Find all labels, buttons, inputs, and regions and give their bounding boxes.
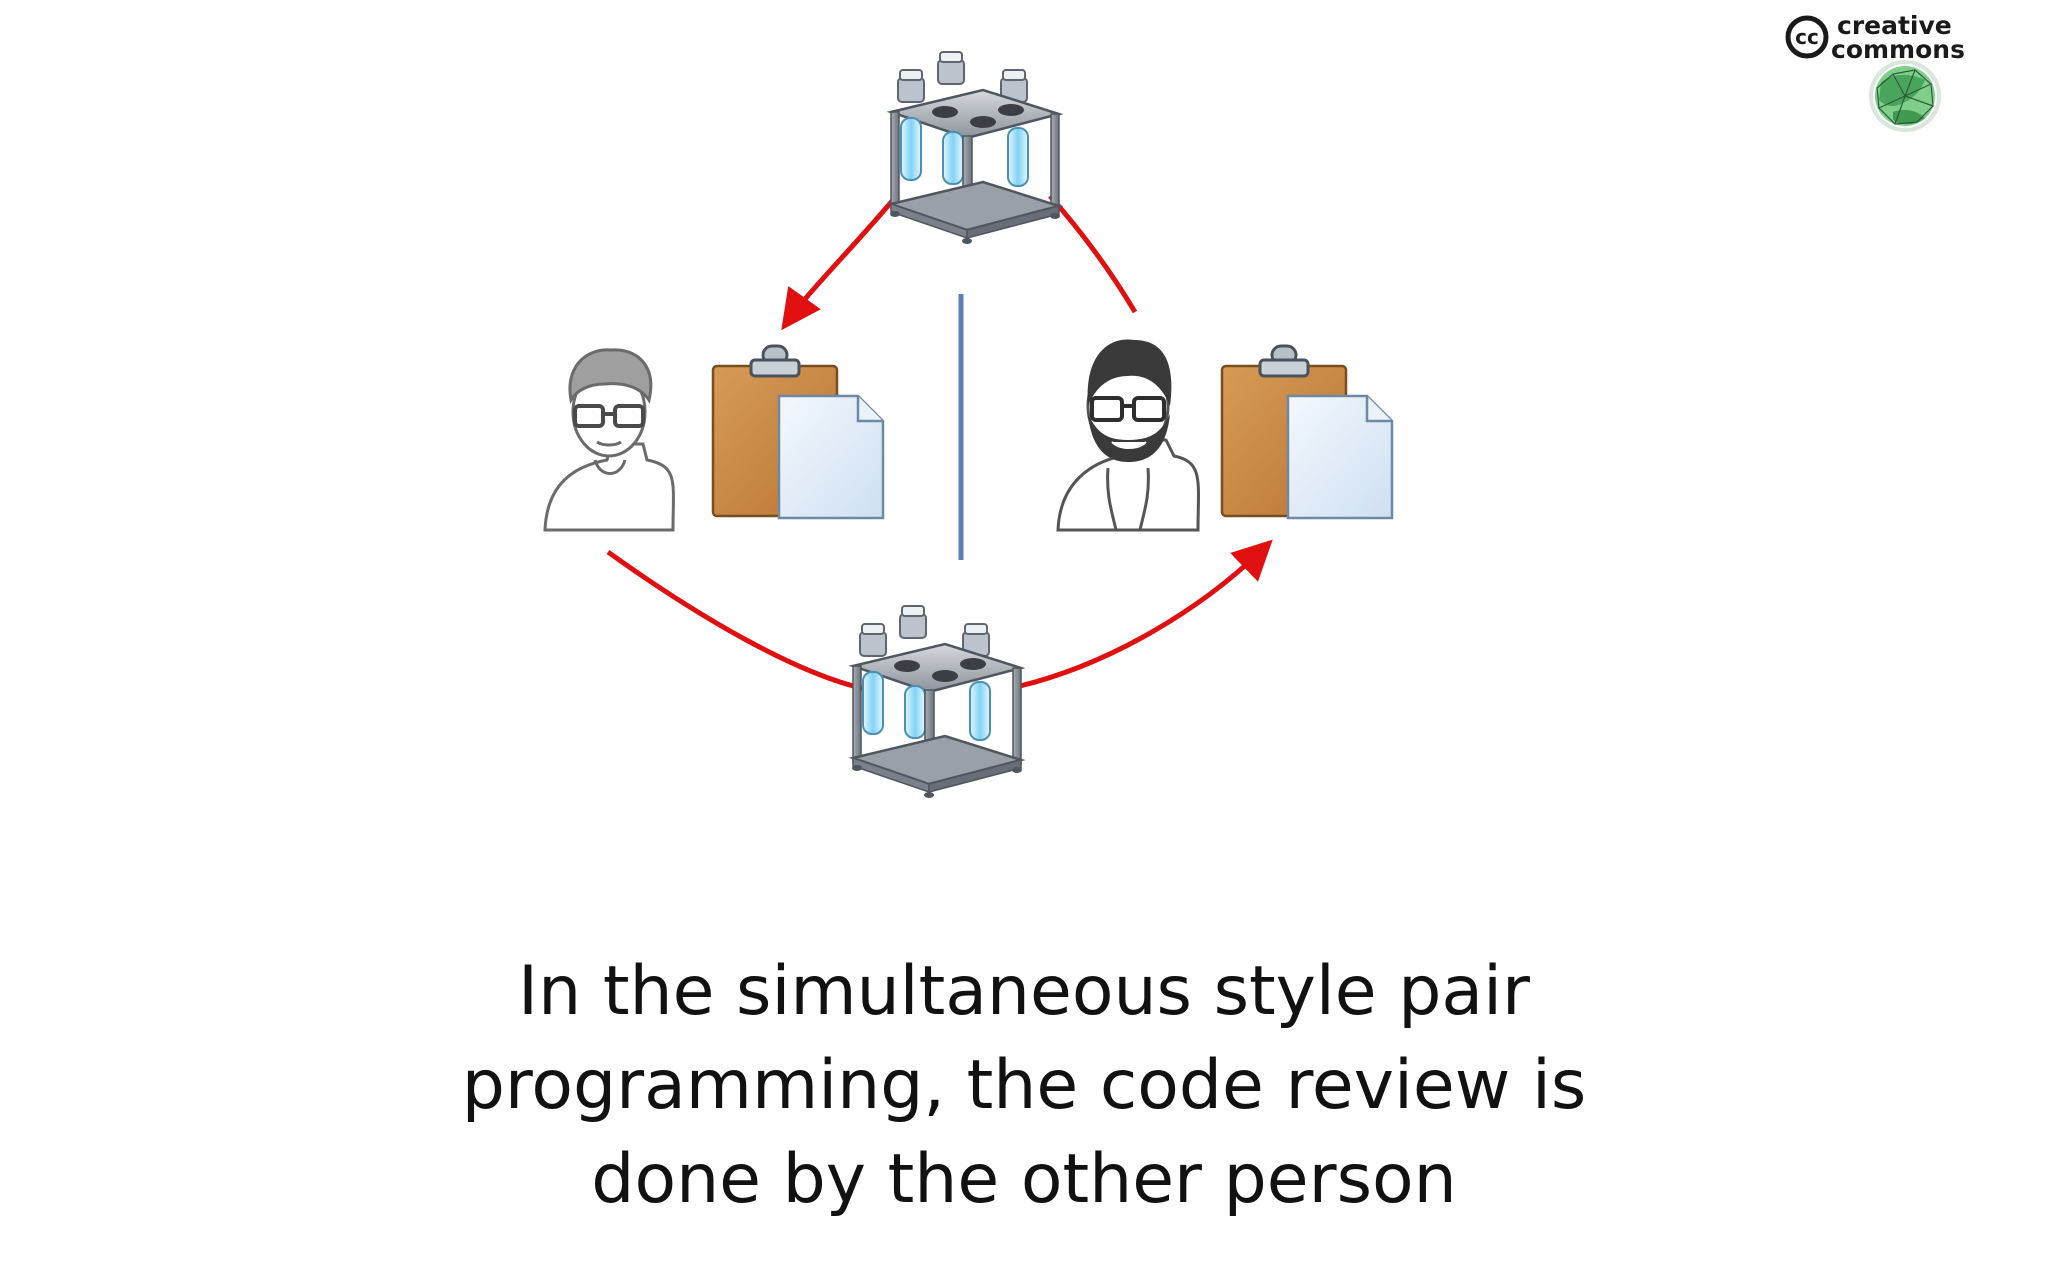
developer-glasses-icon bbox=[543, 348, 675, 532]
clipboard-document-icon bbox=[1220, 344, 1394, 520]
caption: In the simultaneous style pair programmi… bbox=[0, 945, 2048, 1227]
clipboard-document-icon bbox=[711, 344, 885, 520]
test-tube-rack-icon bbox=[888, 50, 1062, 246]
caption-line-1: In the simultaneous style pair bbox=[518, 952, 1530, 1031]
cc-symbol-icon: cc bbox=[1785, 15, 1829, 59]
cc-symbol-text: cc bbox=[1795, 25, 1819, 49]
arrow-left-to-bottom bbox=[606, 549, 871, 693]
caption-line-2: programming, the code review is bbox=[461, 1046, 1587, 1125]
cc-word-creative: creative bbox=[1837, 11, 1952, 40]
creative-commons-logo: cc creative commons bbox=[1785, 11, 1965, 132]
globe-icon bbox=[1869, 60, 1941, 132]
test-tube-rack-icon bbox=[850, 604, 1024, 800]
caption-line-3: done by the other person bbox=[591, 1140, 1457, 1219]
bearded-developer-icon bbox=[1056, 339, 1200, 532]
cc-word-commons: commons bbox=[1831, 35, 1965, 64]
arrow-right-to-top bbox=[1048, 194, 1138, 314]
arrow-top-to-left bbox=[781, 192, 900, 331]
arrow-bottom-to-right bbox=[1019, 539, 1273, 689]
